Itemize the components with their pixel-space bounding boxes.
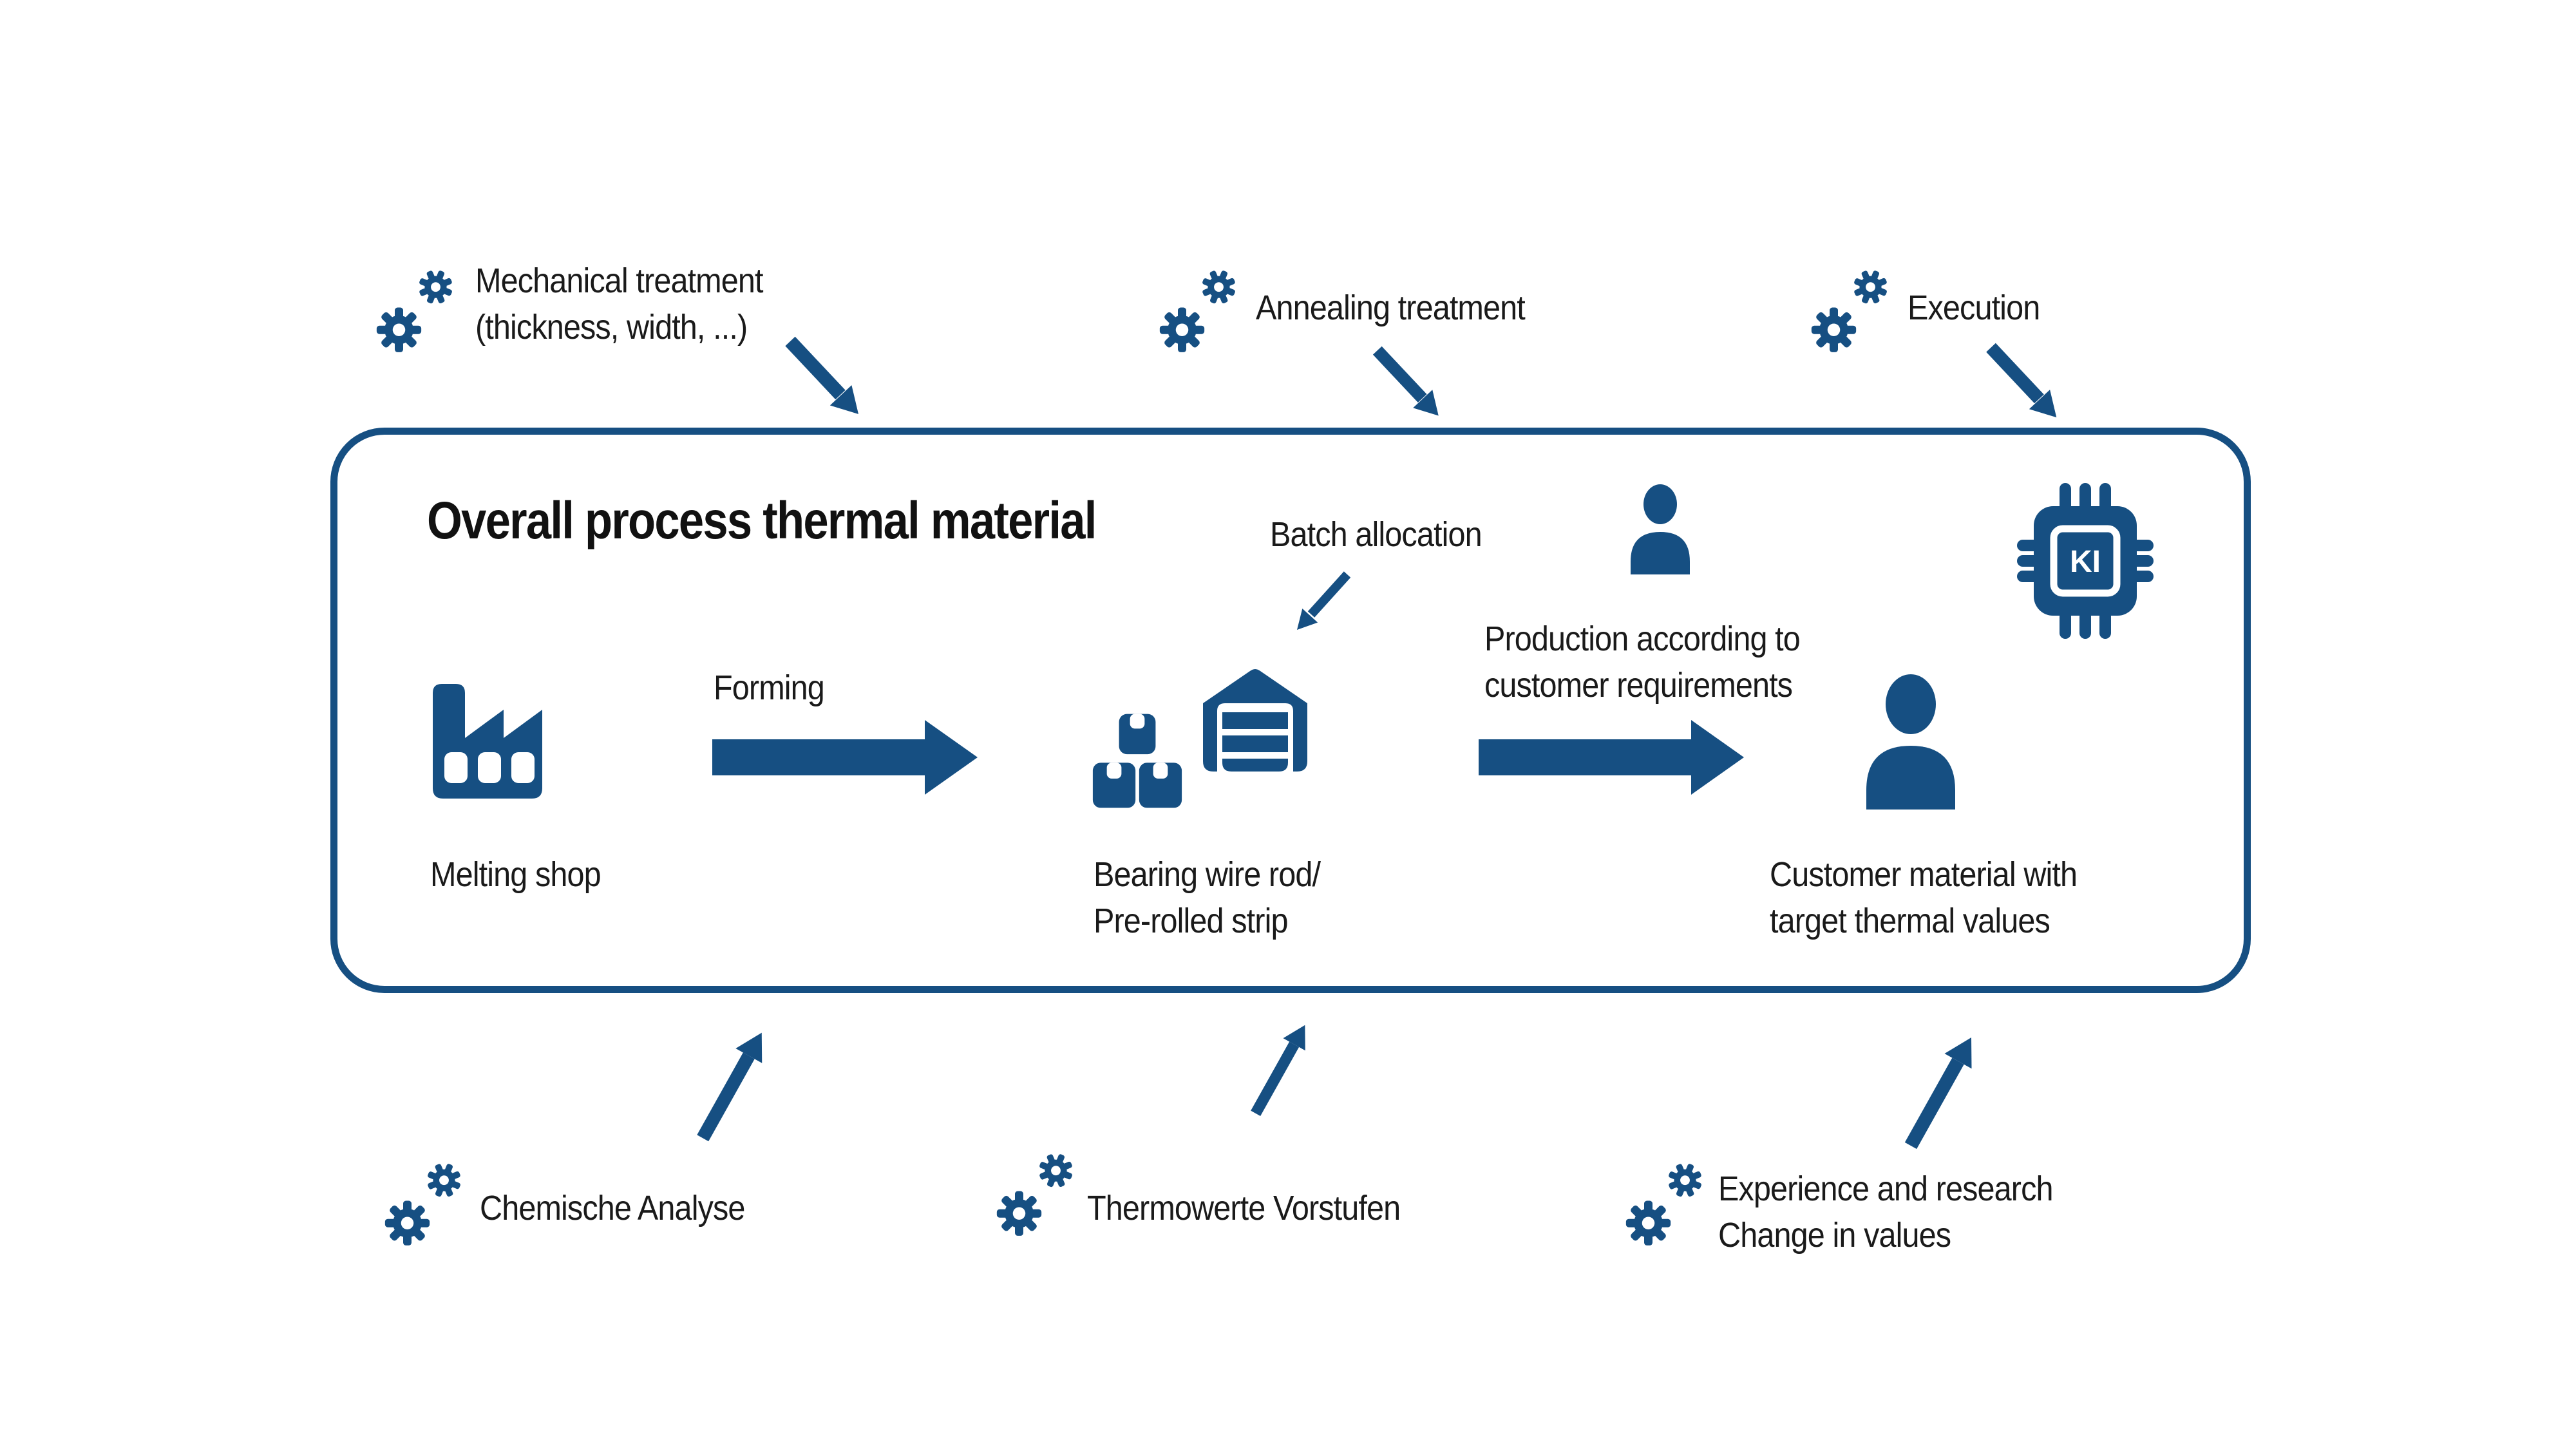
gears-icon bbox=[1151, 256, 1249, 359]
annotation-label-mechanical-treatment: Mechanical treatment (thickness, width, … bbox=[475, 261, 764, 346]
annotation-arrow-execution bbox=[1984, 341, 2061, 422]
annotation-label-experience-research: Experience and research Change in values bbox=[1718, 1170, 2054, 1255]
annotation-arrow-experience bbox=[1903, 1027, 1979, 1155]
gears-icon bbox=[368, 256, 466, 359]
batch-allocation-label: Batch allocation bbox=[1270, 515, 1482, 554]
gears-icon bbox=[989, 1140, 1086, 1243]
parcel-boxes-icon bbox=[1092, 714, 1182, 808]
warehouse-icon bbox=[1203, 669, 1307, 772]
process-box bbox=[330, 428, 2251, 993]
ki-chip-label: KI bbox=[2070, 545, 2101, 579]
gears-icon bbox=[1618, 1150, 1716, 1253]
factory-icon bbox=[433, 684, 542, 799]
gears-icon bbox=[1803, 256, 1901, 359]
annotation-label-thermowerte-vorstufen: Thermowerte Vorstufen bbox=[1087, 1189, 1401, 1227]
annotation-arrow-chemische bbox=[694, 1025, 770, 1144]
annotation-label-execution: Execution bbox=[1908, 289, 2040, 327]
melting-shop-label: Melting shop bbox=[430, 855, 601, 894]
ki-chip-icon: KI bbox=[2017, 483, 2154, 639]
process-box-title: Overall process thermal material bbox=[427, 491, 1097, 550]
annotation-arrow-annealing bbox=[1370, 345, 1443, 420]
bearing-wire-rod-label: Bearing wire rod/ Pre-rolled strip bbox=[1094, 855, 1321, 940]
production-requirements-label: Production according to customer require… bbox=[1484, 620, 1801, 705]
forming-label: Forming bbox=[714, 668, 825, 707]
person-icon-production bbox=[1631, 484, 1690, 574]
annotation-label-chemische-analyse: Chemische Analyse bbox=[480, 1189, 745, 1227]
annotation-arrow-thermowerte bbox=[1244, 1019, 1316, 1119]
batch-allocation-arrow bbox=[1297, 571, 1351, 630]
person-icon-customer bbox=[1866, 674, 1955, 810]
forming-arrow-icon bbox=[712, 720, 978, 795]
annotation-arrow-mechanical bbox=[782, 335, 863, 419]
annotation-label-annealing-treatment: Annealing treatment bbox=[1256, 289, 1526, 327]
gears-icon bbox=[377, 1150, 475, 1253]
production-arrow-icon bbox=[1479, 720, 1744, 795]
customer-material-label: Customer material with target thermal va… bbox=[1770, 855, 2078, 940]
